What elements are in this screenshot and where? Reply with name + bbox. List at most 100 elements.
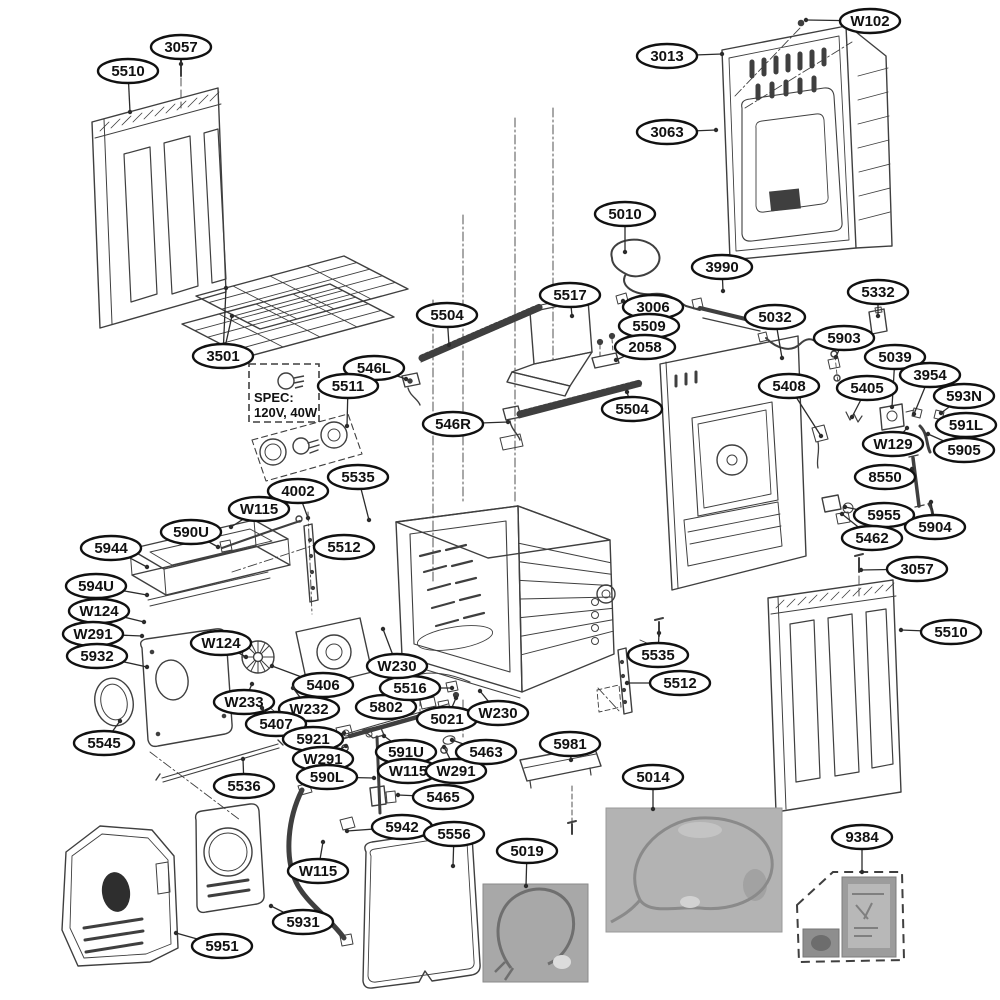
round-gasket-ring [94,677,134,727]
callout-5981: 5981 [538,730,602,763]
svg-text:5010: 5010 [608,206,641,223]
svg-text:5904: 5904 [918,519,952,536]
callout-5904: 5904 [903,499,967,541]
svg-text:5407: 5407 [259,716,292,733]
svg-text:W291: W291 [303,751,342,768]
door-glass-assembly-left [91,53,227,329]
callout-9384: 9384 [830,823,894,875]
callout-5510: 5510 [898,618,983,646]
svg-text:5512: 5512 [327,539,360,556]
spec-label: SPEC: [254,390,294,405]
spec-value: 120V, 40W [254,405,318,420]
spec-box: SPEC: 120V, 40W [248,363,320,423]
svg-text:2058: 2058 [628,339,661,356]
side-rail-left [303,511,319,615]
callout-5535: 5535 [326,463,390,523]
callout-W230: W230 [365,626,429,680]
svg-text:5944: 5944 [94,540,128,557]
svg-text:W230: W230 [377,658,416,675]
wire-5032 [757,331,817,350]
svg-text:594U: 594U [78,578,114,595]
svg-text:5516: 5516 [393,680,426,697]
callout-5903: 5903 [812,324,876,360]
callout-W124: W124 [189,629,253,660]
callout-5014: 5014 [621,763,685,812]
svg-text:5903: 5903 [827,330,860,347]
svg-text:5021: 5021 [430,711,463,728]
callout-layer: 551030573501W102301330635010399055173006… [61,7,998,960]
svg-text:546L: 546L [357,360,391,377]
svg-text:5332: 5332 [861,284,894,301]
callout-W129: W129 [861,425,925,458]
callout-593N: 593N [932,382,996,416]
svg-text:W232: W232 [289,701,328,718]
callout-5021: 5021 [415,695,479,733]
svg-text:W291: W291 [436,763,475,780]
callout-5039: 5039 [863,343,927,410]
latch-left [401,372,421,406]
svg-text:5802: 5802 [369,699,402,716]
svg-text:W124: W124 [79,603,119,620]
sensor-chain-5903 [827,350,841,385]
svg-text:5408: 5408 [772,378,805,395]
callout-5516: 5516 [378,674,455,702]
callout-3990: 3990 [690,253,754,294]
callout-5406: 5406 [269,663,355,699]
tube-8550 [908,454,925,508]
svg-text:3057: 3057 [900,561,933,578]
callout-5465: 5465 [395,783,475,811]
callout-5408: 5408 [757,372,824,439]
callout-8550: 8550 [853,463,917,491]
svg-text:5504: 5504 [615,401,649,418]
callout-5010: 5010 [593,200,657,255]
svg-text:3954: 3954 [913,367,947,384]
oven-cavity [395,505,616,699]
callout-590L: 590L [295,763,377,791]
callout-3013: 3013 [635,42,725,70]
svg-text:546R: 546R [435,416,471,433]
callout-3057: 3057 [149,33,213,67]
callout-5951: 5951 [173,930,254,960]
svg-text:5955: 5955 [867,507,900,524]
callout-5463: 5463 [449,737,518,766]
side-rail-right [596,617,664,715]
callout-W102: W102 [803,7,902,35]
svg-text:5510: 5510 [934,624,967,641]
callout-5510: 5510 [96,57,160,115]
oven-racks [181,255,409,358]
callout-5512: 5512 [624,669,712,697]
svg-text:W230: W230 [478,705,517,722]
svg-text:5905: 5905 [947,442,980,459]
callout-W115: W115 [286,839,350,885]
hose-5905 [918,424,932,454]
callout-5504: 5504 [600,389,664,423]
rear-panel-insulation [659,335,807,591]
callout-W115: W115 [376,757,440,785]
svg-text:590U: 590U [173,524,209,541]
svg-text:591U: 591U [388,744,424,761]
callout-5019: 5019 [495,837,559,889]
svg-text:5510: 5510 [111,63,144,80]
svg-text:5536: 5536 [227,778,260,795]
svg-text:5462: 5462 [855,530,888,547]
callout-5942: 5942 [344,813,434,841]
svg-text:5405: 5405 [850,380,883,397]
thermostat-switch-5332 [868,306,888,335]
svg-text:591L: 591L [949,417,983,434]
callout-5504: 5504 [415,301,479,348]
svg-text:593N: 593N [946,388,982,405]
photo-door-gasket [605,807,783,933]
callout-W124: W124 [67,597,147,625]
svg-text:5406: 5406 [306,677,339,694]
svg-text:5556: 5556 [437,826,470,843]
svg-text:9384: 9384 [845,829,879,846]
svg-text:3006: 3006 [636,299,669,316]
callout-W230: W230 [466,688,530,727]
callout-590U: 590U [159,518,223,550]
blower-housing [61,825,179,967]
svg-text:W291: W291 [73,626,112,643]
callout-5511: 5511 [316,372,380,429]
svg-text:5463: 5463 [469,744,502,761]
callout-W115: W115 [227,495,291,530]
callout-W233: W233 [212,681,276,716]
